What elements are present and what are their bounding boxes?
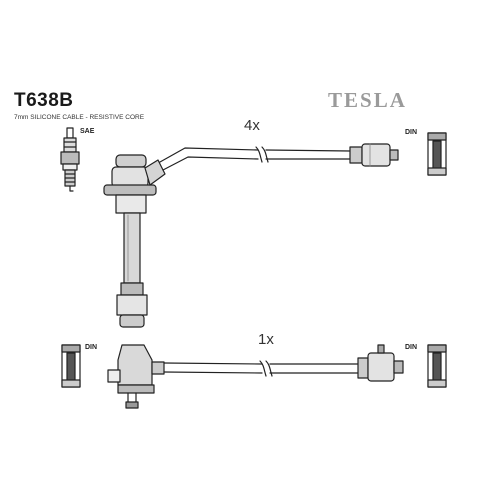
din-label-bottom-right: DIN: [405, 344, 418, 351]
din-terminal-icon-bottom-right: [427, 344, 447, 388]
top-cable: [159, 146, 351, 171]
spark-plug-icon: [60, 127, 80, 192]
cable-spec-subtitle: 7mm SILICONE CABLE - RESISTIVE CORE: [14, 114, 145, 121]
model-number: T638B: [14, 90, 74, 111]
quantity-label-top: 4x: [244, 117, 260, 134]
brand-logo: TESLA: [328, 88, 407, 112]
coil-connector-bottom: [107, 344, 165, 409]
din-terminal-icon-top-right: [427, 132, 447, 176]
quantity-label-bottom: 1x: [258, 331, 274, 348]
din-plug-connector-bottom: [357, 344, 404, 382]
coil-boot-long: [103, 154, 166, 328]
din-label-bottom-left: DIN: [85, 344, 98, 351]
sae-label: SAE: [80, 128, 95, 135]
bottom-cable: [163, 360, 359, 377]
din-plug-connector-top: [349, 143, 399, 167]
din-terminal-icon-bottom-left: [61, 344, 81, 388]
din-label-top-right: DIN: [405, 129, 418, 136]
